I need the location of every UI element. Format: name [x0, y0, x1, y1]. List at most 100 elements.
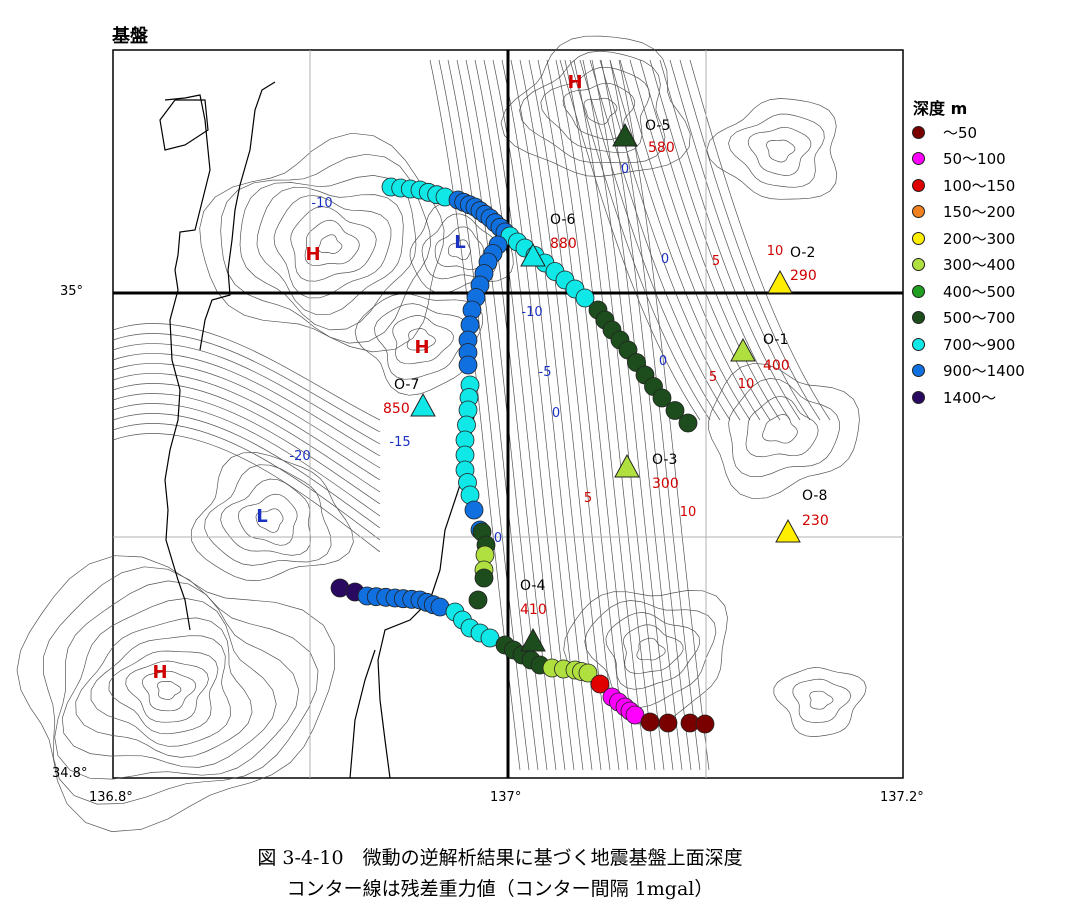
contour-line — [745, 395, 819, 458]
legend-item: 300～400 — [912, 254, 1015, 276]
station-depth-label: 300 — [652, 476, 679, 492]
contour-line — [569, 59, 711, 421]
station-triangle — [614, 453, 640, 478]
legend-label: 500～700 — [943, 309, 1016, 327]
station-triangle — [775, 518, 801, 543]
legend-label: 400～500 — [943, 282, 1016, 301]
contour-line — [773, 667, 867, 737]
contour-line — [112, 393, 381, 505]
legend-swatch — [912, 364, 925, 377]
caption-line-1: 図 3-4-10 微動の逆解析結果に基づく地震基盤上面深度 — [257, 847, 743, 869]
legend-swatch — [912, 152, 925, 165]
contour-line — [708, 362, 860, 500]
contour-line — [112, 423, 381, 541]
contour-line — [589, 59, 731, 421]
y-tick-35: 35° — [60, 284, 84, 299]
contour-line — [125, 660, 209, 723]
station-depth-label: 580 — [648, 140, 675, 156]
contour-value-label: 10 — [767, 244, 784, 259]
boundary-line-south — [349, 649, 376, 779]
contour-line — [374, 303, 470, 380]
contour-value-label: 10 — [680, 505, 697, 520]
boundary-line-west — [164, 94, 211, 631]
legend-title: 深度 m — [913, 99, 968, 118]
contour-line — [599, 59, 741, 421]
contour-line — [157, 681, 182, 700]
contour-line — [112, 363, 381, 469]
contour-value-label: 5 — [584, 491, 592, 506]
legend-label: 100～150 — [943, 176, 1016, 195]
high-marker: H — [567, 72, 582, 93]
station-depth-label: 850 — [383, 401, 410, 417]
station-id-label: O-6 — [550, 212, 575, 228]
station-triangle — [767, 269, 793, 294]
contour-line — [112, 343, 381, 445]
contour-line — [629, 59, 771, 421]
station-id-label: O-8 — [802, 488, 827, 504]
low-marker: L — [454, 232, 465, 253]
station-id-label: O-5 — [645, 118, 670, 134]
contour-line — [474, 59, 566, 771]
contour-line — [112, 413, 381, 529]
contour-line — [465, 59, 557, 771]
legend-label: 900～1400 — [943, 362, 1025, 380]
contour-line — [220, 153, 431, 344]
legend-label: 200～300 — [943, 229, 1016, 248]
contour-line — [112, 403, 381, 517]
contour-line — [564, 59, 656, 771]
contour-line — [54, 580, 300, 780]
legend-label: 1400～ — [943, 388, 997, 407]
high-marker: H — [152, 662, 167, 683]
legend-swatch — [912, 205, 925, 218]
station-id-label: O-2 — [790, 245, 815, 261]
contour-line — [112, 323, 381, 421]
contour-line — [204, 464, 332, 566]
contour-line — [649, 59, 791, 421]
contour-line — [75, 617, 253, 758]
contour-line — [448, 239, 471, 261]
contour-line — [112, 333, 381, 433]
contour-line — [112, 353, 381, 457]
contour-line — [728, 113, 825, 188]
contour-value-label: 5 — [709, 370, 717, 385]
legend-swatch — [912, 231, 925, 245]
station-triangle — [730, 337, 756, 362]
contour-lines — [16, 35, 867, 832]
contour-line — [546, 59, 638, 771]
contour-line — [573, 59, 665, 771]
contour-line — [90, 635, 231, 747]
legend-item: 200～300 — [912, 227, 1015, 249]
contour-line — [579, 59, 721, 421]
contour-line — [108, 650, 219, 735]
depth-point — [468, 590, 488, 610]
contour-line — [354, 293, 484, 396]
contour-line — [747, 126, 812, 176]
contour-line — [639, 59, 781, 421]
contour-line — [528, 59, 620, 771]
legend-item: 500～700 — [912, 307, 1015, 329]
contour-line — [766, 139, 796, 163]
legend-item: 400～500 — [912, 280, 1015, 302]
depth-point — [665, 401, 685, 420]
contour-line — [112, 373, 381, 481]
legend-label: ～50 — [943, 123, 978, 142]
legend-swatch — [912, 390, 925, 404]
contour-line — [304, 219, 360, 267]
depth-point — [474, 568, 494, 588]
contour-line — [61, 598, 277, 768]
legend-item: 900～1400 — [912, 360, 1025, 382]
contour-line — [510, 59, 602, 771]
station-markers: O-1400O-2290O-3300O-4410O-5580O-6880O-78… — [383, 118, 829, 652]
legend-swatch — [912, 125, 925, 139]
station-depth-label: 880 — [550, 236, 577, 252]
contour-value-label: -20 — [289, 449, 310, 464]
contour-line — [519, 59, 611, 771]
contour-value-label: 0 — [659, 354, 667, 369]
contour-line — [256, 186, 404, 316]
contour-line — [43, 566, 319, 805]
legend-label: 300～400 — [943, 256, 1016, 274]
depth-point — [464, 500, 484, 520]
contour-line — [679, 59, 821, 421]
contour-value-label: -10 — [311, 196, 332, 211]
